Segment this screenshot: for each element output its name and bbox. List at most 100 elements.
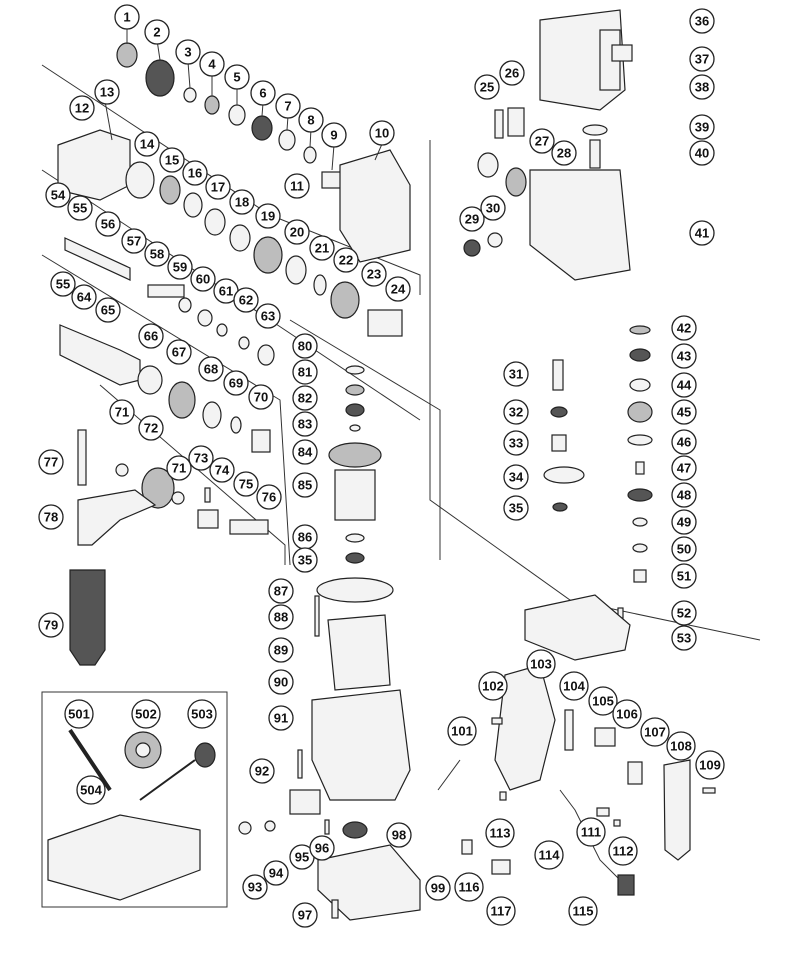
callout-number: 47 bbox=[677, 461, 691, 476]
callout-circle bbox=[166, 455, 192, 481]
callout-circle bbox=[182, 160, 208, 186]
callout-circle bbox=[121, 228, 147, 254]
callout-circle bbox=[671, 372, 697, 398]
callout-number: 37 bbox=[695, 52, 709, 67]
callout-circle bbox=[474, 74, 500, 100]
callout-104: 104 bbox=[559, 671, 589, 701]
callout-7: 7 bbox=[275, 93, 301, 119]
callout-78: 78 bbox=[38, 504, 64, 530]
callout-number: 26 bbox=[505, 66, 519, 81]
callout-24: 24 bbox=[385, 276, 411, 302]
callout-number: 104 bbox=[563, 679, 585, 694]
callout-number: 41 bbox=[695, 226, 709, 241]
callout-501: 501 bbox=[64, 699, 94, 729]
callout-circle bbox=[689, 8, 715, 34]
callout-504: 504 bbox=[76, 775, 106, 805]
callout-circle bbox=[671, 600, 697, 626]
callout-number: 36 bbox=[695, 14, 709, 29]
callout-84: 84 bbox=[292, 439, 318, 465]
callout-circle bbox=[459, 206, 485, 232]
callout-32: 32 bbox=[503, 399, 529, 425]
callout-circle bbox=[425, 875, 451, 901]
callout-1: 1 bbox=[114, 4, 140, 30]
callout-98: 98 bbox=[386, 822, 412, 848]
callout-circle bbox=[159, 147, 185, 173]
callout-circle bbox=[292, 472, 318, 498]
callout-circle bbox=[666, 731, 696, 761]
callout-114: 114 bbox=[534, 840, 564, 870]
callout-35b: 35 bbox=[292, 547, 318, 573]
callout-number: 71 bbox=[172, 461, 186, 476]
callout-number: 55 bbox=[56, 277, 70, 292]
callout-number: 66 bbox=[144, 329, 158, 344]
callout-circle bbox=[333, 247, 359, 273]
callout-51: 51 bbox=[671, 563, 697, 589]
callout-25: 25 bbox=[474, 74, 500, 100]
callout-number: 76 bbox=[262, 490, 276, 505]
callout-18: 18 bbox=[229, 189, 255, 215]
callout-circle bbox=[188, 445, 214, 471]
callout-number: 61 bbox=[219, 284, 233, 299]
callout-circle bbox=[588, 686, 618, 716]
callout-number: 117 bbox=[491, 904, 512, 919]
callout-55b: 55 bbox=[50, 271, 76, 297]
callout-circle bbox=[447, 716, 477, 746]
callout-20: 20 bbox=[284, 219, 310, 245]
callout-number: 20 bbox=[290, 225, 304, 240]
callout-2: 2 bbox=[144, 19, 170, 45]
callout-number: 24 bbox=[391, 282, 406, 297]
callout-number: 60 bbox=[196, 272, 210, 287]
callout-number: 11 bbox=[290, 179, 304, 194]
callout-number: 86 bbox=[298, 530, 312, 545]
callout-80: 80 bbox=[292, 333, 318, 359]
callout-68: 68 bbox=[198, 356, 224, 382]
callout-58: 58 bbox=[144, 241, 170, 267]
callout-circle bbox=[249, 758, 275, 784]
callout-circle bbox=[526, 649, 556, 679]
callout-81: 81 bbox=[292, 359, 318, 385]
callout-circle bbox=[559, 671, 589, 701]
callout-circle bbox=[69, 95, 95, 121]
callout-35: 35 bbox=[503, 495, 529, 521]
callout-number: 99 bbox=[431, 881, 445, 896]
callout-number: 50 bbox=[677, 542, 691, 557]
callout-number: 70 bbox=[254, 390, 268, 405]
callout-number: 74 bbox=[215, 463, 230, 478]
callout-27: 27 bbox=[529, 128, 555, 154]
callout-42: 42 bbox=[671, 315, 697, 341]
callout-9: 9 bbox=[321, 122, 347, 148]
callout-107: 107 bbox=[640, 717, 670, 747]
callout-38: 38 bbox=[689, 74, 715, 100]
callout-circle bbox=[284, 219, 310, 245]
callout-52: 52 bbox=[671, 600, 697, 626]
callout-circle bbox=[361, 261, 387, 287]
callout-26: 26 bbox=[499, 60, 525, 86]
callout-59: 59 bbox=[167, 254, 193, 280]
callout-28: 28 bbox=[551, 140, 577, 166]
callout-circle bbox=[292, 547, 318, 573]
callout-circle bbox=[38, 504, 64, 530]
callout-number: 88 bbox=[274, 610, 288, 625]
callout-circle bbox=[199, 51, 225, 77]
callout-number: 111 bbox=[581, 825, 601, 840]
callout-circle bbox=[671, 536, 697, 562]
callout-circle bbox=[478, 671, 508, 701]
callout-circle bbox=[233, 471, 259, 497]
callout-88: 88 bbox=[268, 604, 294, 630]
callout-circle bbox=[689, 46, 715, 72]
callout-41: 41 bbox=[689, 220, 715, 246]
callout-circle bbox=[38, 612, 64, 638]
callout-number: 45 bbox=[677, 405, 691, 420]
callout-circle bbox=[695, 750, 725, 780]
callout-number: 106 bbox=[616, 707, 638, 722]
callout-circle bbox=[167, 254, 193, 280]
callout-circle bbox=[292, 385, 318, 411]
callout-circle bbox=[499, 60, 525, 86]
callout-112: 112 bbox=[608, 836, 638, 866]
callout-circle bbox=[144, 19, 170, 45]
callout-number: 27 bbox=[535, 134, 549, 149]
callout-31: 31 bbox=[503, 361, 529, 387]
callout-circle bbox=[233, 287, 259, 313]
callout-number: 40 bbox=[695, 146, 709, 161]
callout-number: 31 bbox=[509, 367, 523, 382]
